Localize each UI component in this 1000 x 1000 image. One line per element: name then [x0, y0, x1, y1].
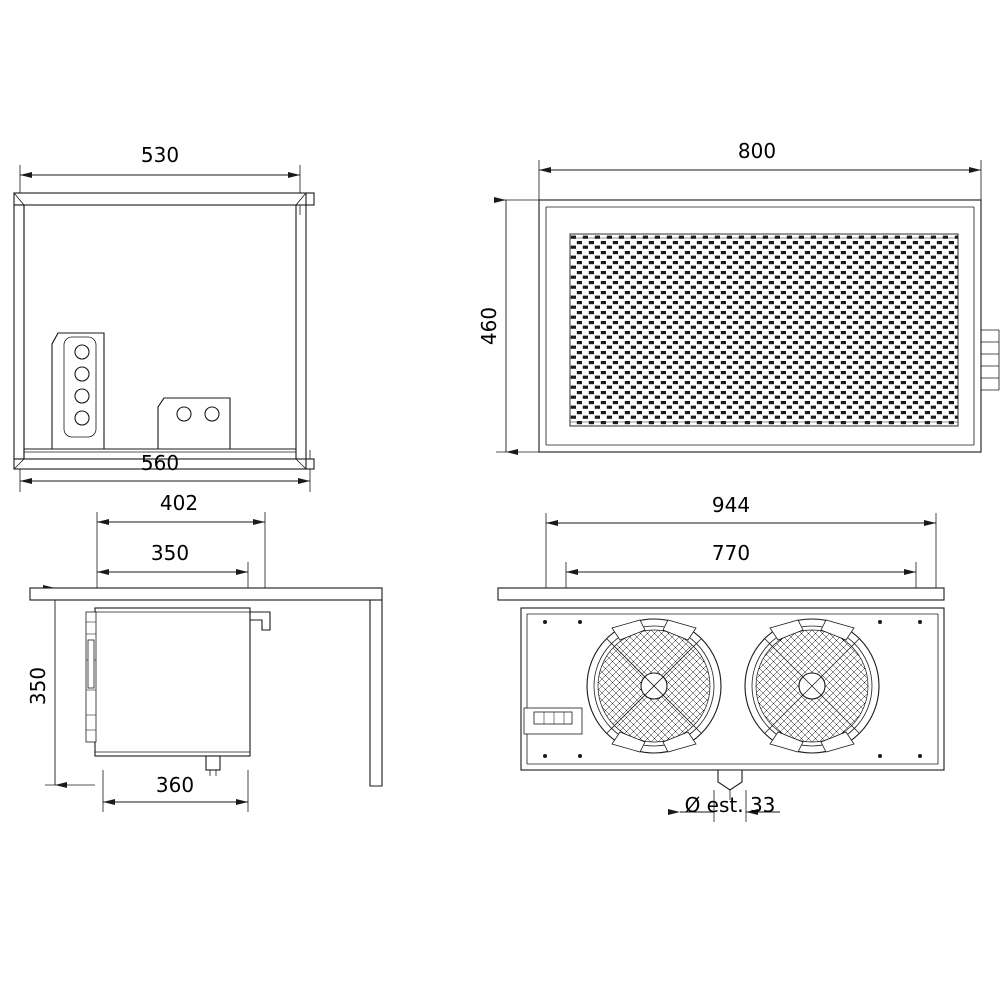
- dimension-402: [96, 512, 266, 600]
- drain-outlet: [717, 769, 743, 800]
- bottom-view-flange: [497, 587, 945, 601]
- view-front-section: [13, 165, 315, 492]
- dimension-460: [494, 197, 545, 455]
- dimension-label-350-vertical: 350: [26, 667, 50, 705]
- bottom-plate: [520, 607, 945, 771]
- mounting-plate: [157, 397, 231, 450]
- dimension-label-560: 560: [141, 451, 179, 475]
- dimension-label-770: 770: [712, 541, 750, 565]
- view-bottom-fans: [497, 513, 945, 822]
- side-fins: [981, 329, 1000, 391]
- terminal-block-bracket: [51, 332, 105, 450]
- drain-stub: [205, 755, 221, 776]
- support-bracket: [369, 599, 383, 787]
- top-flange: [29, 587, 383, 601]
- dimension-label-460: 460: [477, 307, 501, 345]
- dimension-label-944: 944: [712, 493, 750, 517]
- dimension-360: [102, 770, 249, 812]
- dimension-label-800: 800: [738, 139, 776, 163]
- dimension-label-diameter: Ø est. 33: [685, 793, 776, 817]
- top-tab: [249, 611, 271, 631]
- dimension-800: [538, 160, 982, 205]
- dimension-944: [545, 513, 937, 600]
- dimension-diameter: [668, 790, 780, 822]
- fan-left: [586, 618, 722, 754]
- fan-right: [744, 618, 880, 754]
- side-body: [85, 607, 251, 757]
- cabinet-outline: [13, 192, 315, 470]
- dimension-label-402: 402: [160, 491, 198, 515]
- view-front-grille: [494, 160, 1000, 455]
- dimension-530: [19, 165, 301, 215]
- dimension-label-350-horizontal: 350: [151, 541, 189, 565]
- view-side: [29, 512, 383, 812]
- dimension-label-360: 360: [156, 773, 194, 797]
- grille-body: [538, 199, 982, 453]
- dimension-label-530: 530: [141, 143, 179, 167]
